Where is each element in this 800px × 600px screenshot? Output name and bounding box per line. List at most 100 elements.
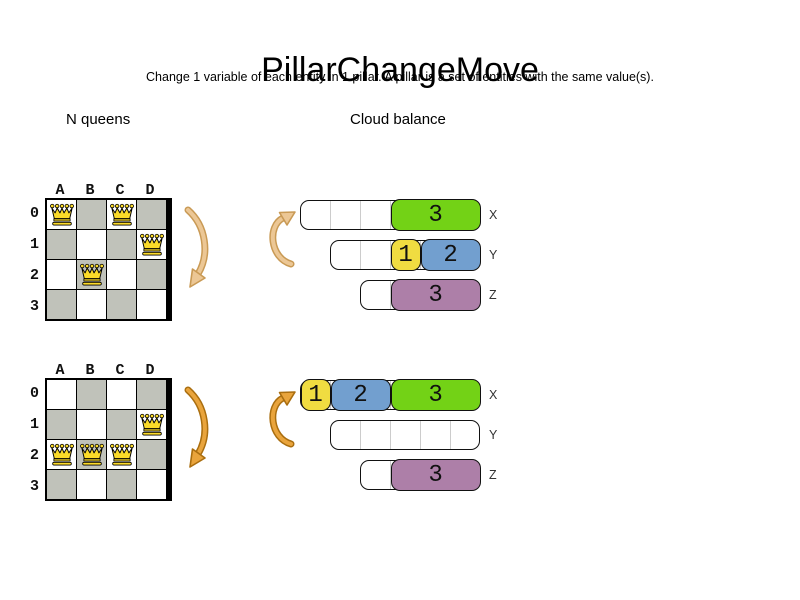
- column-label-a: A: [55, 182, 65, 199]
- board-cell-c3: [107, 470, 136, 499]
- bars-move-arrow-before-icon: [269, 211, 296, 268]
- row-label-3: 3: [29, 478, 39, 495]
- process-blocks: 3: [390, 459, 481, 491]
- row-label-2: 2: [29, 267, 39, 284]
- column-labels: A B C D: [45, 180, 175, 198]
- process-block-3: 3: [390, 279, 481, 311]
- process-block-1: 1: [300, 379, 331, 411]
- queen-icon: [139, 233, 164, 256]
- queen-icon: [79, 443, 104, 466]
- bars-move-arrow-after-icon: [269, 391, 296, 448]
- process-block-3: 3: [390, 199, 481, 231]
- board-cell-a3: [47, 290, 76, 319]
- board-cell-b3: [77, 290, 106, 319]
- board-cell-d1: [137, 230, 166, 259]
- computer-bar-z: 3: [360, 279, 481, 311]
- board-cell-d1: [137, 410, 166, 439]
- computer-label-z: Z: [489, 468, 497, 482]
- process-block-2: 2: [330, 379, 391, 411]
- board-cell-c1: [107, 230, 136, 259]
- board-cell-b0: [77, 200, 106, 229]
- row-label-1: 1: [29, 416, 39, 433]
- nqueens-section-label: N queens: [66, 111, 131, 128]
- queen-icon: [49, 443, 74, 466]
- row-labels: 0 1 2 3: [25, 198, 44, 322]
- queen-icon: [49, 203, 74, 226]
- board-cell-c2: [107, 260, 136, 289]
- board-cell-d3: [137, 290, 166, 319]
- board-cell-b1: [77, 230, 106, 259]
- computer-bar-row-y: Y: [330, 420, 505, 450]
- queen-icon: [109, 203, 134, 226]
- board-cell-a0: [47, 200, 76, 229]
- process-blocks: 3: [390, 279, 481, 311]
- board-cell-d3: [137, 470, 166, 499]
- board-cell-d0: [137, 200, 166, 229]
- row-label-0: 0: [29, 385, 39, 402]
- column-label-c: C: [115, 182, 125, 199]
- board-cell-a0: [47, 380, 76, 409]
- page-title: PillarChangeMove: [261, 50, 539, 89]
- board-cell-a2: [47, 440, 76, 469]
- board-cell-b1: [77, 410, 106, 439]
- board-cell-b0: [77, 380, 106, 409]
- computer-label-y: Y: [489, 428, 498, 442]
- board-cell-d2: [137, 440, 166, 469]
- row-label-0: 0: [29, 205, 39, 222]
- queen-icon: [79, 263, 104, 286]
- board-cell-a1: [47, 230, 76, 259]
- row-label-1: 1: [29, 236, 39, 253]
- computer-label-y: Y: [489, 248, 498, 262]
- row-label-3: 3: [29, 298, 39, 315]
- board-cell-b2: [77, 440, 106, 469]
- process-block-3: 3: [390, 459, 481, 491]
- board-cell-a3: [47, 470, 76, 499]
- column-labels: A B C D: [45, 360, 175, 378]
- queen-icon: [109, 443, 134, 466]
- computer-label-z: Z: [489, 288, 497, 302]
- computer-bar-x: 3: [300, 199, 481, 231]
- computer-bar-z: 3: [360, 459, 481, 491]
- board-cell-c3: [107, 290, 136, 319]
- board-cell-b2: [77, 260, 106, 289]
- board-cell-a1: [47, 410, 76, 439]
- board-cell-d0: [137, 380, 166, 409]
- board-cell-a2: [47, 260, 76, 289]
- column-label-b: B: [85, 182, 95, 199]
- computer-label-x: X: [489, 208, 498, 222]
- column-label-d: D: [145, 362, 155, 379]
- process-block-2: 2: [420, 239, 481, 271]
- board-cell-c0: [107, 200, 136, 229]
- column-label-c: C: [115, 362, 125, 379]
- board-cell-b3: [77, 470, 106, 499]
- computer-label-x: X: [489, 388, 498, 402]
- column-label-b: B: [85, 362, 95, 379]
- chess-board: [45, 378, 172, 501]
- page-subtitle: Change 1 variable of each entity in 1 pi…: [146, 70, 654, 84]
- cloudbalance-section-label: Cloud balance: [350, 111, 446, 128]
- board-cell-c1: [107, 410, 136, 439]
- column-label-a: A: [55, 362, 65, 379]
- board-cell-c0: [107, 380, 136, 409]
- queen-icon: [139, 413, 164, 436]
- column-label-d: D: [145, 182, 155, 199]
- computer-bar-y: [330, 420, 480, 450]
- nqueens-board-before: A B C D 0 1 2 3: [25, 180, 175, 325]
- board-move-arrow-before-icon: [184, 206, 209, 288]
- process-block-3: 3: [390, 379, 481, 411]
- process-block-1: 1: [390, 239, 421, 271]
